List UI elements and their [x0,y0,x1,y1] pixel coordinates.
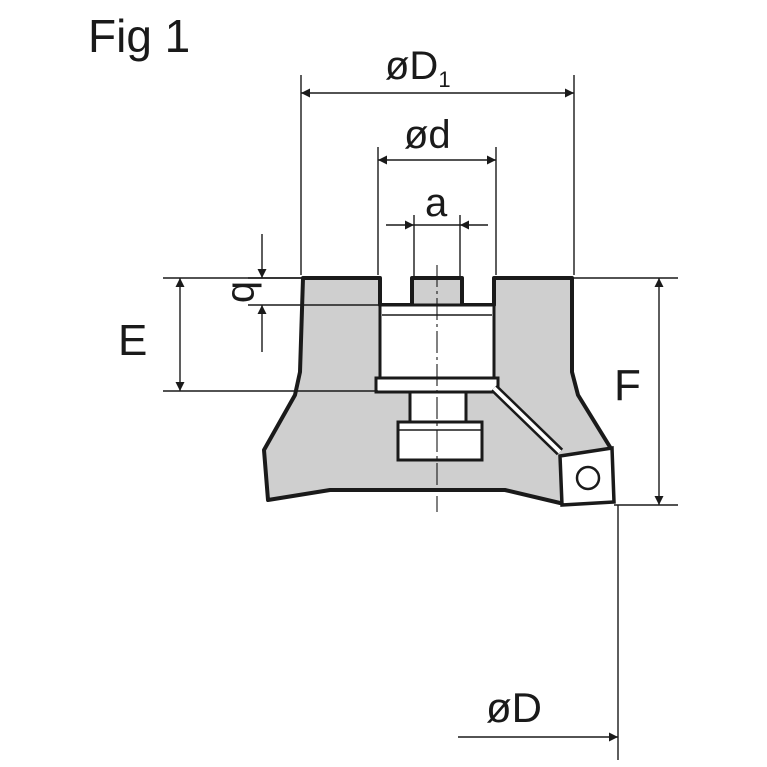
label-D1: øD1 [385,44,451,92]
dim-D1: øD1 [300,44,575,275]
counterbore [396,420,484,462]
bore-neck [408,390,468,424]
label-E: E [118,316,147,365]
dim-E: E [118,277,378,392]
dim-D: øD [458,505,619,760]
label-a: a [425,181,448,225]
label-d: ød [404,113,451,157]
dim-d: ød [377,113,497,275]
figure-title: Fig 1 [88,10,190,62]
label-F: F [614,361,641,410]
dim-F: F [572,277,678,506]
insert-screw [575,465,601,491]
cutter-body [262,276,616,507]
dim-a: a [386,181,488,278]
label-D: øD [486,684,542,731]
label-b: b [223,281,267,303]
